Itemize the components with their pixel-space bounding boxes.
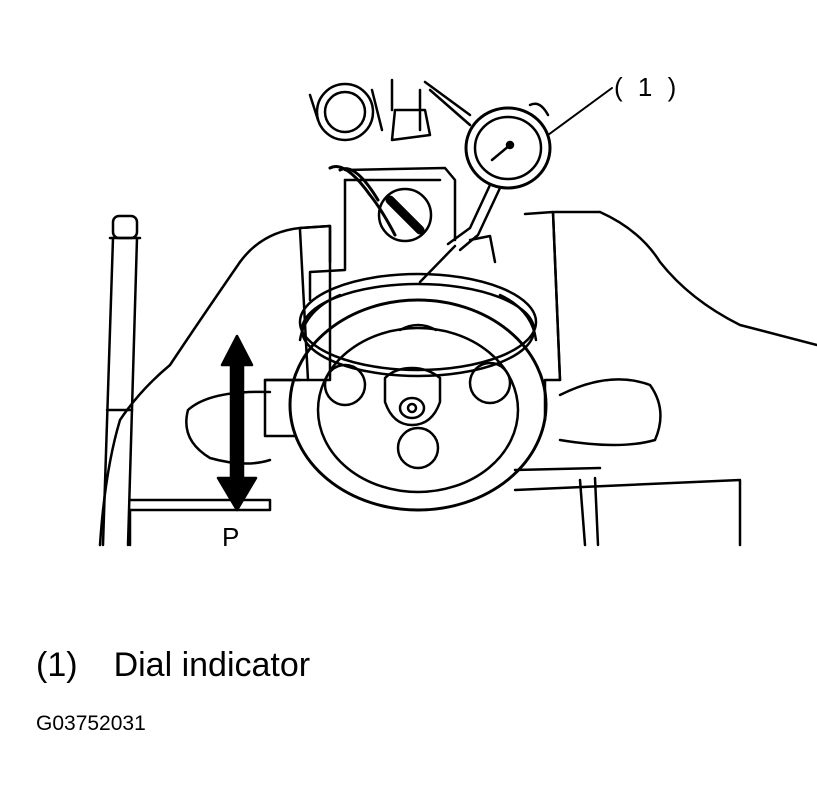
movement-arrow-p bbox=[216, 334, 258, 512]
pulley-dial-indicator-illustration bbox=[98, 78, 817, 547]
pulley bbox=[288, 272, 548, 512]
dial-indicator bbox=[418, 102, 552, 284]
legend-item-1: (1) Dial indicator bbox=[36, 646, 310, 685]
pump-body bbox=[308, 165, 497, 302]
pulley-hole-top bbox=[398, 323, 438, 332]
hub-nut bbox=[398, 396, 426, 420]
pulley-hole-left bbox=[323, 363, 367, 407]
pulley-hole-right bbox=[468, 361, 512, 405]
callout-marker-1: ( 1 ) bbox=[614, 72, 681, 102]
arrow-label-p: P bbox=[222, 522, 240, 552]
rod-left bbox=[101, 214, 142, 547]
indicator-stand bbox=[308, 78, 472, 142]
figure-code: G03752031 bbox=[36, 712, 146, 735]
legend-text: Dial indicator bbox=[113, 646, 311, 684]
legend-number: (1) bbox=[36, 646, 78, 684]
engine-block-outline bbox=[98, 210, 817, 547]
mount-brackets bbox=[263, 210, 562, 438]
callout-leader-line bbox=[547, 87, 613, 136]
pulley-hole-bottom bbox=[396, 426, 440, 470]
pulley-hub bbox=[383, 366, 442, 427]
